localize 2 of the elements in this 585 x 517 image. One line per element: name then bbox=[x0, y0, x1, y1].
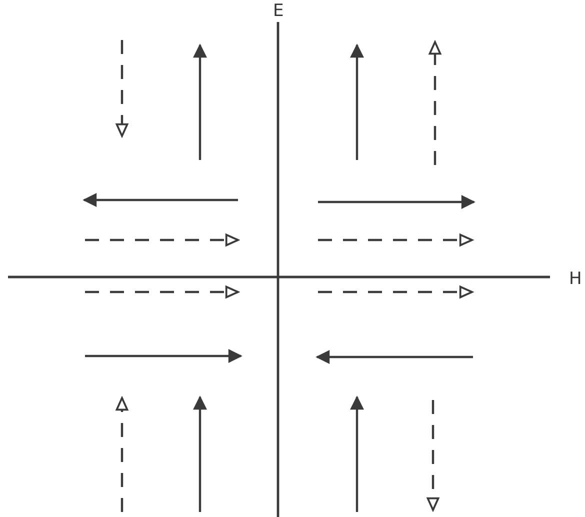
axis-label: E bbox=[273, 3, 284, 20]
axis-label: H bbox=[569, 271, 582, 288]
